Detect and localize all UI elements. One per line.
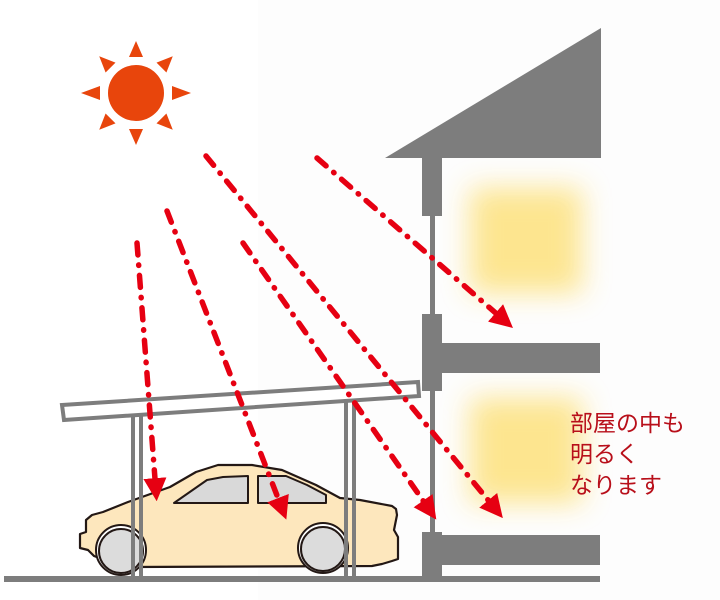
caption-line-2: 明るく — [570, 442, 639, 468]
room-glow-lower — [470, 398, 582, 503]
room-glow-upper — [470, 188, 582, 293]
carport-post-right-a — [344, 396, 348, 580]
sun-icon — [81, 41, 191, 145]
caption: 部屋の中も 明るく なります — [570, 409, 685, 502]
light-ray-1 — [134, 240, 167, 502]
house — [385, 28, 601, 580]
carport-post-right-b — [352, 396, 356, 580]
ground-floor-slab — [422, 535, 600, 565]
window-frame-lower — [430, 389, 435, 534]
carport-post-left-a — [131, 412, 135, 580]
carport-post-left-b — [139, 412, 143, 580]
ground-line — [4, 576, 600, 582]
light-ray-2 — [164, 208, 289, 520]
window-frame-upper — [430, 214, 435, 316]
caption-line-1: 部屋の中も — [570, 411, 685, 437]
caption-line-3: なります — [570, 473, 662, 499]
light-ray-4 — [203, 153, 503, 519]
light-ray-5 — [314, 155, 513, 329]
light-rays — [134, 153, 513, 520]
house-roof — [385, 28, 601, 158]
upper-floor-slab — [422, 343, 600, 373]
light-ray-3 — [240, 240, 437, 520]
house-wall-upper — [422, 158, 442, 216]
